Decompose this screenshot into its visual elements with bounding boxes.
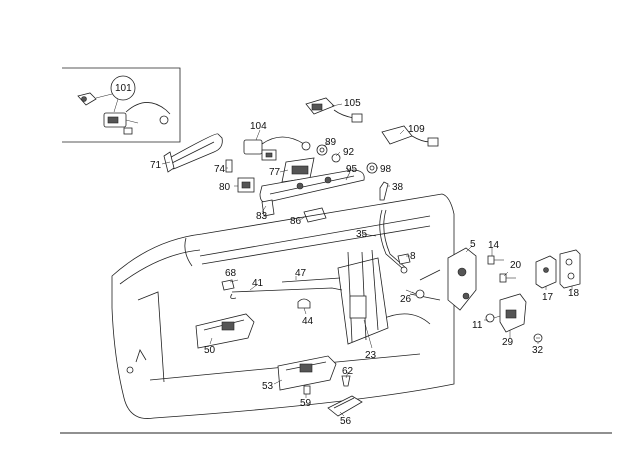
part-109-switch	[381, 125, 439, 147]
inset-detail-box	[62, 67, 181, 143]
label-62: 62	[342, 366, 354, 377]
part-74-pin	[225, 159, 233, 173]
part-105-switch	[305, 97, 363, 123]
part-29-catch	[499, 293, 527, 333]
label-18: 18	[568, 288, 580, 299]
part-14-screw	[487, 255, 504, 265]
part-68-clip	[221, 279, 235, 291]
part-92-clip	[331, 153, 341, 163]
label-86: 86	[290, 216, 302, 227]
part-5-door-lock	[409, 247, 477, 311]
part-83-handle-carrier	[259, 169, 365, 217]
label-59: 59	[300, 398, 312, 409]
part-89-grommet	[316, 144, 328, 156]
label-14: 14	[488, 240, 500, 251]
part-59-screw	[303, 385, 311, 395]
part-8-connector	[397, 253, 411, 274]
label-104: 104	[250, 121, 267, 132]
label-23: 23	[365, 350, 377, 361]
label-35: 35	[356, 229, 368, 240]
label-44: 44	[302, 316, 314, 327]
part-98-ring	[366, 162, 378, 174]
label-83: 83	[256, 211, 268, 222]
label-11: 11	[472, 320, 483, 331]
part-62-screw	[341, 375, 351, 387]
label-50: 50	[204, 345, 216, 356]
label-109: 109	[408, 124, 425, 135]
label-98: 98	[380, 164, 392, 175]
part-18-plate	[559, 249, 581, 289]
label-92: 92	[343, 147, 355, 158]
part-20-screw	[499, 273, 516, 283]
part-56-cover	[327, 395, 363, 417]
label-80: 80	[219, 182, 231, 193]
label-38: 38	[392, 182, 404, 193]
part-53-bezel	[277, 355, 337, 391]
label-17: 17	[542, 292, 554, 303]
label-41: 41	[252, 278, 264, 289]
part-101-lock-cylinder	[77, 75, 171, 135]
label-89: 89	[325, 137, 337, 148]
part-104-lock-cylinder	[243, 136, 311, 161]
label-74: 74	[214, 164, 226, 175]
part-32-screw	[533, 333, 543, 343]
part-11-screw	[485, 313, 501, 323]
part-95-screw	[345, 171, 351, 181]
label-29: 29	[502, 337, 514, 348]
label-105: 105	[344, 98, 361, 109]
label-71: 71	[150, 160, 162, 171]
label-95: 95	[346, 164, 358, 175]
label-8: 8	[410, 251, 416, 262]
part-labels: 101 105 104 109 89 92 71 74 77 95 98 80 …	[115, 83, 580, 427]
part-35-rod	[379, 209, 407, 269]
part-47-rod	[281, 277, 341, 283]
label-53: 53	[262, 381, 274, 392]
part-41-rod	[230, 287, 343, 299]
part-44-clip	[297, 298, 311, 309]
label-32: 32	[532, 345, 544, 356]
label-47: 47	[295, 268, 307, 279]
label-77: 77	[269, 167, 281, 178]
part-80-retainer	[237, 177, 255, 193]
label-68: 68	[225, 268, 237, 279]
label-101: 101	[115, 83, 132, 94]
leader-lines	[161, 103, 573, 417]
part-50-inner-handle	[195, 313, 255, 349]
label-26: 26	[400, 294, 412, 305]
part-17-striker	[535, 255, 557, 289]
part-23-regulator	[337, 249, 389, 345]
part-38-rod	[379, 181, 389, 201]
label-56: 56	[340, 416, 352, 427]
label-20: 20	[510, 260, 522, 271]
label-5: 5	[470, 239, 476, 250]
